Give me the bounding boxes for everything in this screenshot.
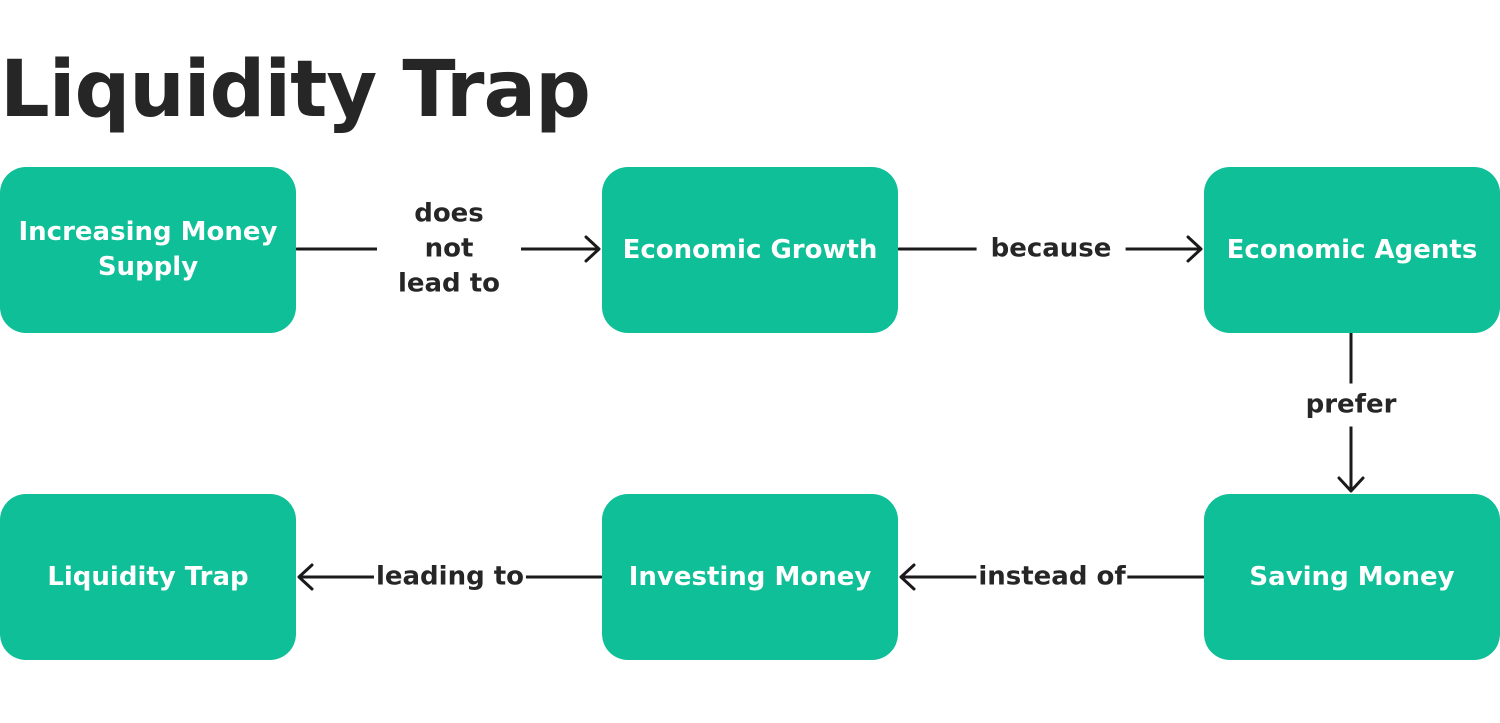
node-economic-agents: Economic Agents: [1204, 167, 1500, 333]
edge-label-instead-of: instead of: [976, 559, 1128, 595]
arrowhead-left-icon: [297, 563, 314, 591]
node-economic-growth: Economic Growth: [602, 167, 898, 333]
arrowhead-right-icon: [1186, 235, 1203, 263]
node-liquidity-trap: Liquidity Trap: [0, 494, 296, 660]
node-investing-money: Investing Money: [602, 494, 898, 660]
node-saving-money: Saving Money: [1204, 494, 1500, 660]
node-increasing-money-supply: Increasing Money Supply: [0, 167, 296, 333]
node-label: Economic Agents: [1226, 234, 1478, 265]
arrowhead-right-icon: [584, 235, 601, 263]
edge-label-does-not-lead-to: does not lead to: [377, 196, 521, 302]
node-label: Liquidity Trap: [47, 561, 249, 592]
edge-label-prefer: prefer: [1301, 383, 1401, 427]
node-label: Economic Growth: [622, 234, 878, 265]
node-label: Saving Money: [1249, 561, 1455, 592]
edge-label-leading-to: leading to: [373, 559, 527, 595]
node-label: Investing Money: [628, 561, 872, 592]
diagram-title: Liquidity Trap: [0, 45, 591, 135]
arrowhead-left-icon: [899, 563, 916, 591]
arrowhead-down-icon: [1337, 476, 1365, 493]
node-label: Increasing Money Supply: [18, 217, 278, 282]
edge-label-because: because: [976, 231, 1126, 267]
